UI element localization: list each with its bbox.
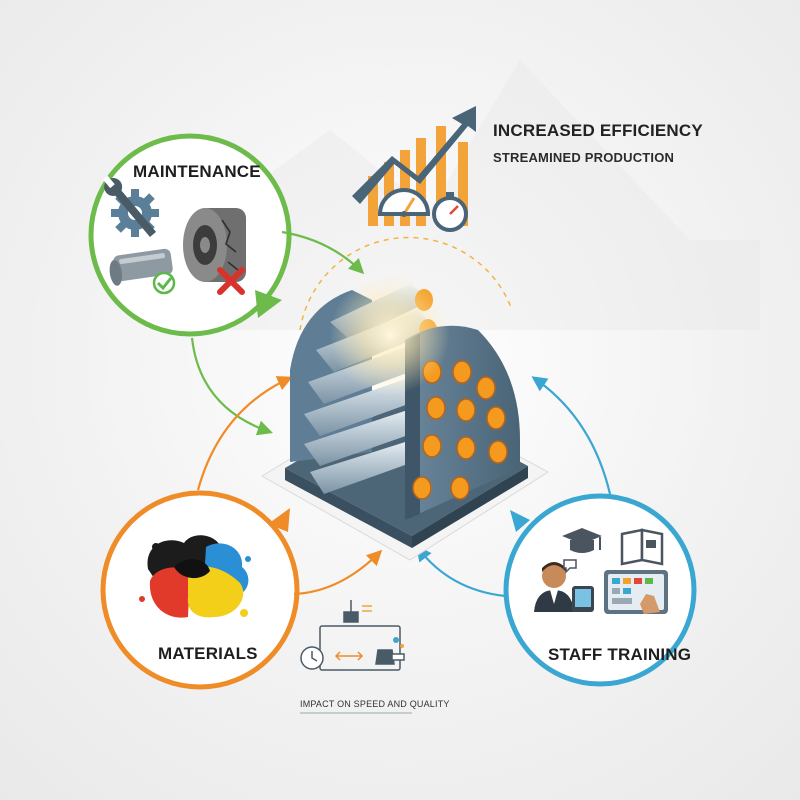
impact-label: IMPACT ON SPEED AND QUALITY [300, 699, 450, 709]
gauge-icon [377, 188, 431, 217]
maintenance-pointer [255, 290, 282, 318]
maintenance-label: MAINTENANCE [133, 162, 261, 181]
maintenance-group [88, 133, 292, 337]
materials-label: MATERIALS [158, 644, 258, 663]
book-icon [620, 528, 664, 566]
control-panel-icon [604, 570, 668, 614]
roller-icon [109, 248, 173, 286]
staff-training-label: STAFF TRAINING [548, 645, 692, 664]
graduation-cap-icon [562, 528, 602, 553]
trend-arrow-icon [352, 106, 476, 204]
impact-flow-icon [300, 600, 405, 671]
blue-arrows [416, 376, 612, 598]
staff-pointer [510, 510, 530, 532]
tablet-icon [572, 586, 594, 612]
worn-roller-icon [183, 208, 246, 282]
efficiency-title: INCREASED EFFICIENCY [493, 121, 703, 140]
nozzle-output-icon [375, 637, 405, 665]
orange-arrows [196, 376, 383, 596]
check-icon [152, 271, 176, 295]
nozzle-icon [343, 600, 372, 623]
paint-splash-icon [139, 535, 251, 618]
highlight-glow [330, 275, 450, 395]
cross-icon [217, 267, 245, 295]
dashed-arc [299, 236, 513, 331]
background-shapes [150, 60, 760, 330]
efficiency-chart-icon [352, 106, 476, 232]
staff-training-group [503, 493, 697, 687]
swap-arrows-icon [334, 651, 364, 661]
stopwatch-icon [432, 192, 468, 232]
materials-group [100, 490, 300, 690]
materials-pointer [268, 508, 290, 532]
efficiency-subtitle: STREAMINED PRODUCTION [493, 150, 675, 165]
production-machine [261, 275, 549, 561]
trainer-icon [534, 559, 577, 612]
green-arrows [190, 230, 365, 436]
clock-icon [300, 646, 324, 670]
gear-wrench-icon [103, 175, 159, 238]
